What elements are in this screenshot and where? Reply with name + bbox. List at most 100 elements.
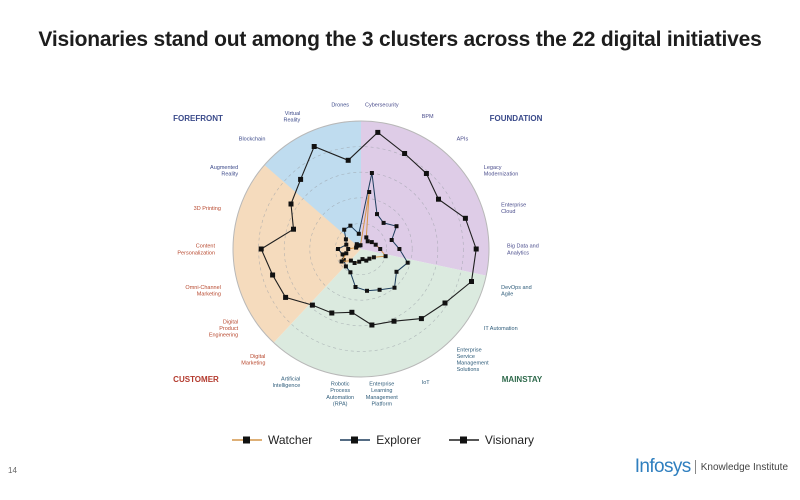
point-visionary-16 [270, 272, 276, 278]
point-watcher-13 [352, 261, 357, 265]
point-visionary-15 [283, 294, 289, 300]
point-explorer-5 [389, 238, 394, 242]
point-watcher-15 [339, 259, 344, 264]
point-explorer-2 [375, 212, 379, 217]
visionary-line-icon [448, 436, 479, 444]
point-watcher-8 [371, 255, 376, 260]
legend-item-visionary: Visionary [448, 433, 535, 447]
watcher-line-icon [232, 436, 262, 444]
point-watcher-6 [378, 247, 383, 251]
sector-forefront [264, 121, 361, 249]
point-visionary-3 [423, 171, 429, 176]
point-watcher-22 [358, 243, 363, 248]
outer-ring [232, 120, 490, 378]
point-watcher-12 [357, 259, 362, 264]
point-visionary-8 [442, 300, 448, 306]
axis-label-20: Blockchain [239, 137, 266, 143]
point-visionary-22 [345, 157, 351, 163]
point-visionary-11 [369, 322, 375, 328]
point-explorer-6 [397, 247, 402, 251]
point-watcher-3 [365, 239, 370, 244]
point-explorer-15 [341, 258, 346, 263]
point-visionary-14 [309, 302, 315, 308]
point-explorer-10 [377, 287, 382, 292]
point-watcher-14 [348, 258, 353, 263]
point-visionary-21 [311, 144, 317, 149]
point-visionary-17 [258, 246, 264, 252]
legend-label-visionary: Visionary [484, 433, 535, 447]
point-explorer-11 [365, 288, 369, 293]
point-watcher-2 [364, 235, 369, 240]
sector-foundation [361, 121, 489, 276]
point-explorer-4 [394, 224, 399, 229]
point-explorer-7 [405, 260, 410, 265]
point-explorer-22 [356, 231, 361, 236]
axis-label-22: Drones [331, 103, 349, 109]
sector-mainstay [273, 249, 487, 377]
point-watcher-4 [369, 240, 374, 245]
point-explorer-8 [394, 269, 399, 274]
axis-label-3: APIs [457, 137, 469, 143]
point-explorer-18 [344, 242, 349, 247]
page-number: 14 [8, 466, 17, 475]
point-watcher-20 [354, 242, 359, 247]
point-explorer-20 [342, 227, 347, 232]
point-explorer-9 [392, 285, 397, 290]
point-visionary-10 [391, 318, 397, 324]
point-visionary-4 [436, 196, 441, 202]
point-explorer-14 [343, 264, 348, 269]
point-visionary-2 [402, 151, 408, 156]
sector-label-foundation: FOUNDATION [490, 114, 543, 123]
brand-divider [694, 460, 696, 474]
point-explorer-1 [369, 171, 374, 175]
grid-ring-2 [309, 197, 413, 301]
point-visionary-13 [329, 310, 335, 316]
axis-label-8: IT Automation [484, 326, 518, 332]
point-watcher-10 [364, 258, 369, 263]
axis-label-1: Cybersecurity [365, 103, 399, 109]
sector-label-mainstay: MAINSTAY [502, 375, 543, 384]
chart-legend: Watcher Explorer Visionary [232, 431, 534, 449]
point-watcher-17 [346, 247, 351, 251]
slide-title: Visionaries stand out among the 3 cluste… [38, 28, 762, 51]
infosys-logo: Infosys Knowledge Institute [635, 456, 788, 478]
legend-label-watcher: Watcher [268, 433, 313, 447]
point-explorer-19 [343, 237, 348, 242]
axis-label-2: BPM [422, 114, 434, 120]
point-watcher-9 [367, 256, 372, 261]
explorer-line-icon [340, 436, 371, 444]
point-watcher-11 [360, 257, 365, 262]
point-watcher-7 [383, 254, 388, 259]
brand-unit: Knowledge Institute [700, 461, 788, 473]
axis-label-10: IoT [422, 380, 431, 386]
point-watcher-1 [367, 190, 372, 194]
point-visionary-9 [418, 316, 424, 322]
point-visionary-1 [375, 129, 381, 135]
point-explorer-12 [353, 285, 358, 289]
point-visionary-6 [473, 246, 479, 252]
point-visionary-5 [462, 215, 468, 221]
point-watcher-16 [344, 251, 349, 256]
point-visionary-18 [291, 226, 296, 232]
point-visionary-20 [298, 176, 304, 182]
point-visionary-7 [469, 279, 474, 284]
point-visionary-12 [349, 309, 355, 315]
grid-ring-3 [283, 171, 439, 327]
point-explorer-16 [340, 252, 345, 257]
point-explorer-21 [348, 223, 353, 228]
sector-label-customer: CUSTOMER [173, 375, 219, 384]
